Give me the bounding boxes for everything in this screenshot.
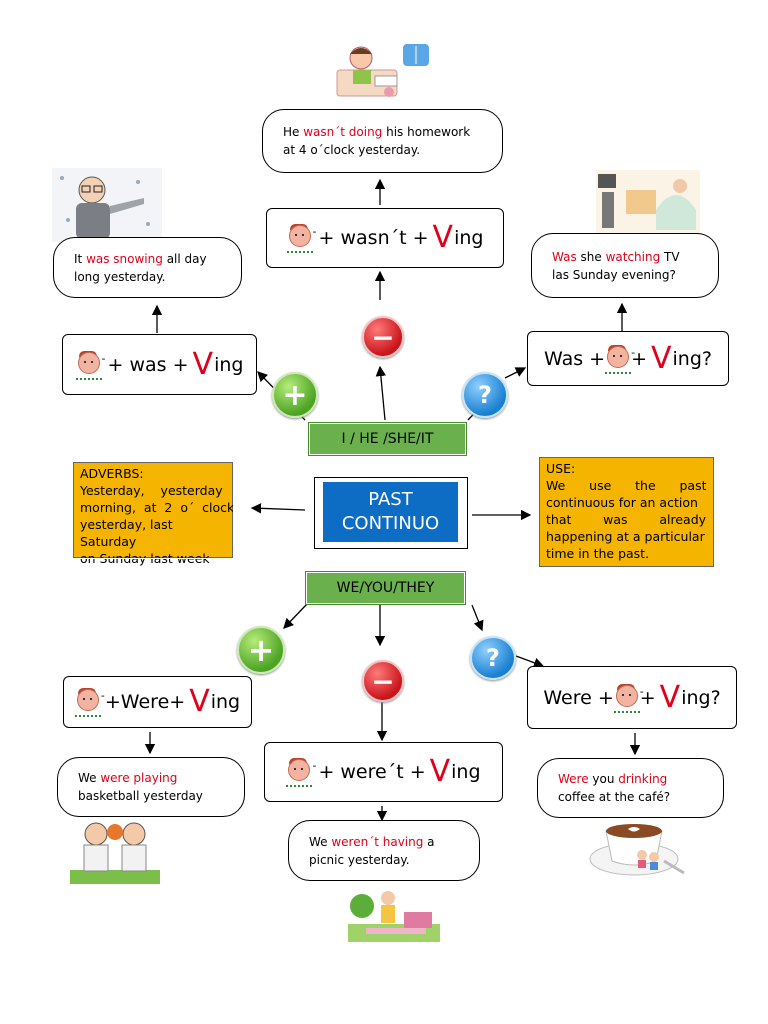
- example-text: his homework: [382, 125, 471, 139]
- formula-aux: Was +: [544, 347, 606, 370]
- use-note: USE: We use the past continuous for an a…: [538, 456, 715, 568]
- adverbs-line: Yesterday, yesterday: [80, 483, 223, 498]
- formula-ending: ing: [214, 353, 244, 376]
- face-icon: -: [286, 757, 316, 787]
- example-text: It: [74, 251, 87, 266]
- formula-text: + wasn´t +: [318, 227, 429, 249]
- face-icon: -: [75, 350, 106, 380]
- use-line: time in the past.: [546, 546, 650, 561]
- pronoun-label: I / HE /SHE/IT: [341, 431, 434, 447]
- example-text: all day: [162, 251, 207, 266]
- formula-were-question: Were + - + V ing?: [527, 666, 737, 729]
- formula-was-question: Was + - + V ing?: [527, 331, 729, 386]
- example-wasnt: He wasn´t doing his homework at 4 o´cloc…: [262, 109, 503, 173]
- formula-text: + were´t +: [318, 761, 426, 783]
- example-text: We: [309, 834, 332, 849]
- central-title: PAST CONTINUO: [323, 482, 458, 542]
- example-verb: were playing: [100, 771, 178, 785]
- formula-ending: ing: [210, 691, 241, 713]
- example-text-line2: coffee at the café?: [558, 790, 671, 804]
- formula-verb-v: V: [429, 754, 451, 789]
- example-were-question: Were you drinking coffee at the café?: [537, 758, 724, 818]
- example-verb: drinking: [618, 772, 668, 786]
- man-in-snow-illustration: [52, 168, 162, 242]
- face-icon: -: [613, 683, 644, 713]
- pronoun-label: WE/YOU/THEY: [336, 580, 435, 596]
- formula-aux: Were +: [543, 686, 614, 709]
- adverbs-note: ADVERBS: Yesterday, yesterday morning, a…: [72, 461, 235, 566]
- example-verb: watching: [605, 249, 661, 264]
- pronoun-plural: WE/YOU/THEY: [305, 571, 466, 605]
- example-text-line2: las Sunday evening?: [552, 267, 676, 282]
- adverbs-line: yesterday, last Saturday: [80, 517, 173, 549]
- example-was: It was snowing all day long yesterday.: [53, 237, 242, 298]
- face-icon: -: [605, 344, 635, 374]
- example-verb: was snowing: [86, 251, 163, 266]
- example-aux: Was: [552, 249, 577, 264]
- face-icon: -: [74, 687, 105, 717]
- formula-werent: - + were´t + V ing: [264, 742, 503, 802]
- example-was-question: Was she watching TV las Sunday evening?: [531, 233, 719, 298]
- minus-icon: −: [362, 660, 404, 702]
- example-verb: wasn´t doing: [303, 125, 383, 139]
- formula-were: - +Were+ V ing: [63, 676, 252, 728]
- formula-text: +: [639, 686, 656, 709]
- formula-verb-v: V: [659, 679, 681, 715]
- formula-verb-v: V: [432, 220, 454, 255]
- kids-picnic-illustration: [348, 884, 440, 942]
- example-verb: weren´t having: [331, 834, 424, 849]
- formula-ending: ing: [454, 227, 484, 249]
- question-icon: ?: [470, 636, 516, 680]
- example-text: TV: [660, 249, 680, 264]
- example-text: you: [588, 772, 619, 786]
- formula-ending: ing?: [672, 347, 712, 370]
- formula-text: + was +: [107, 353, 189, 376]
- question-icon: ?: [462, 372, 508, 418]
- formula-verb-v: V: [189, 684, 210, 719]
- example-text: He: [283, 125, 304, 139]
- example-werent: We weren´t having a picnic yesterday.: [288, 820, 480, 881]
- example-aux: Were: [558, 772, 589, 786]
- formula-verb-v: V: [192, 346, 214, 382]
- adverbs-line: morning, at 2 o´ clock: [80, 500, 235, 515]
- formula-wasnt: - + wasn´t + V ing: [266, 208, 504, 268]
- use-line: continuous for an action: [546, 495, 698, 510]
- coffee-cup-illustration: [584, 815, 690, 881]
- kids-playing-basketball-illustration: [70, 818, 160, 884]
- formula-text: +: [631, 347, 647, 370]
- adverbs-line: on Sunday last week: [80, 551, 210, 566]
- example-were: We were playing basketball yesterday: [57, 757, 245, 817]
- example-text-line2: long yesterday.: [74, 269, 166, 284]
- minus-icon: −: [362, 316, 404, 358]
- formula-was: - + was + V ing: [62, 334, 257, 395]
- use-line: that was already: [546, 512, 707, 527]
- use-line: We use the past: [546, 478, 707, 493]
- example-text-line2: at 4 o´clock yesterday.: [283, 143, 421, 157]
- example-text-line2: basketball yesterday: [78, 789, 203, 803]
- central-title-line2: CONTINUO: [341, 513, 440, 534]
- boy-reading-illustration: [333, 40, 433, 104]
- plus-icon: +: [237, 626, 285, 674]
- use-line: happening at a particular: [546, 529, 705, 544]
- example-text: she: [576, 249, 606, 264]
- plus-icon: +: [272, 372, 318, 418]
- face-icon: -: [286, 223, 317, 253]
- example-text: a: [423, 834, 435, 849]
- woman-watching-tv-illustration: [596, 170, 700, 234]
- central-title-line1: PAST: [368, 489, 413, 510]
- adverbs-title: ADVERBS:: [80, 466, 144, 481]
- pronoun-singular: I / HE /SHE/IT: [308, 422, 467, 456]
- formula-ending: ing: [451, 761, 481, 783]
- formula-ending: ing?: [681, 686, 721, 709]
- use-title: USE:: [546, 461, 576, 476]
- formula-verb-v: V: [651, 340, 672, 376]
- example-text-line2: picnic yesterday.: [309, 852, 410, 867]
- example-text: We: [78, 771, 101, 785]
- formula-text: +Were+: [104, 691, 186, 713]
